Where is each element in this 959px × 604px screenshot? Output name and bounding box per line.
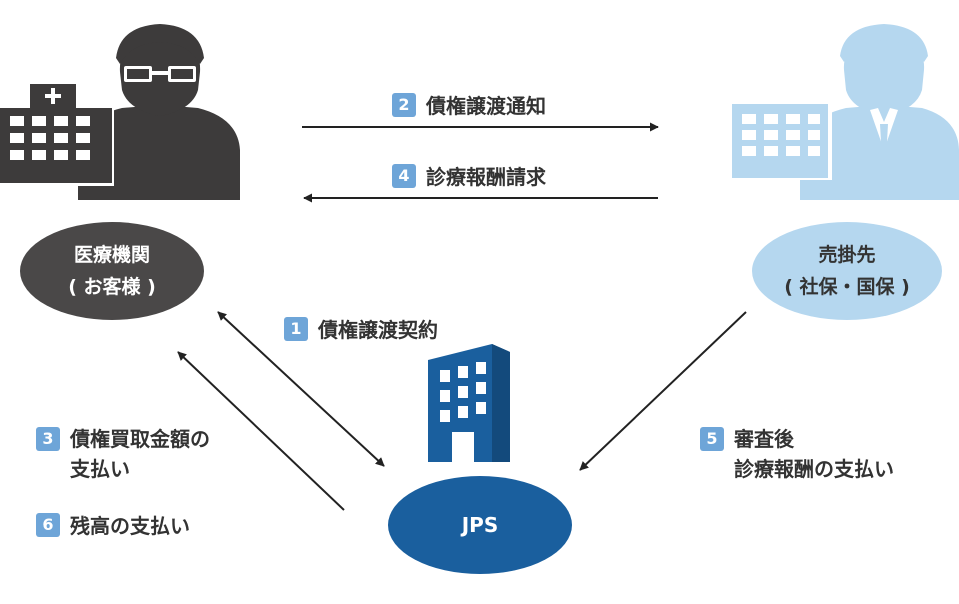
business-person-icon — [800, 24, 959, 200]
step-3-label: 3 債権買取金額の 支払い — [36, 424, 210, 484]
step-2-label: 2 債権譲渡通知 — [392, 90, 546, 119]
step-4-badge: 4 — [392, 163, 416, 188]
step-1-text: 債権譲渡契約 — [318, 318, 438, 342]
step-4-text: 診療報酬請求 — [426, 165, 546, 189]
buyer-subtitle: ( 社保・国保 ) — [784, 276, 910, 298]
buyer-node: 売掛先 ( 社保・国保 ) — [752, 222, 942, 320]
step-5-text-line1: 審査後 — [734, 427, 794, 451]
step-6-label: 6 残高の支払い — [36, 510, 190, 539]
medical-institution-node: 医療機関 ( お客様 ) — [20, 222, 204, 320]
step-3-badge: 3 — [36, 427, 60, 451]
buyer-name: 売掛先 — [818, 244, 876, 266]
step-2-text: 債権譲渡通知 — [426, 94, 546, 118]
arrow-payment-to-medical — [177, 351, 345, 511]
step-6-badge: 6 — [36, 512, 60, 537]
arrow-contract-bidirectional — [217, 311, 385, 467]
jps-label: JPS — [461, 513, 499, 537]
step-5-text-line2: 診療報酬の支払い — [734, 457, 894, 481]
step-5-label: 5 審査後 診療報酬の支払い — [700, 424, 894, 484]
doctor-person-icon — [78, 24, 240, 200]
step-4-label: 4 診療報酬請求 — [392, 161, 546, 190]
arrow-reimbursement-to-jps — [579, 311, 747, 471]
medical-institution-name: 医療機関 — [73, 244, 150, 266]
step-5-badge: 5 — [700, 427, 724, 451]
step-6-text: 残高の支払い — [70, 514, 190, 538]
step-1-badge: 1 — [284, 316, 308, 341]
hospital-building-icon — [0, 80, 114, 186]
office-building-icon — [728, 100, 832, 180]
company-building-icon — [428, 344, 510, 462]
step-3-text-line2: 支払い — [70, 457, 130, 481]
jps-node: JPS — [388, 476, 572, 574]
medical-institution-subtitle: ( お客様 ) — [68, 276, 156, 298]
step-1-label: 1 債権譲渡契約 — [284, 314, 438, 343]
step-3-text-line1: 債権買取金額の — [70, 427, 210, 451]
step-2-badge: 2 — [392, 92, 416, 117]
